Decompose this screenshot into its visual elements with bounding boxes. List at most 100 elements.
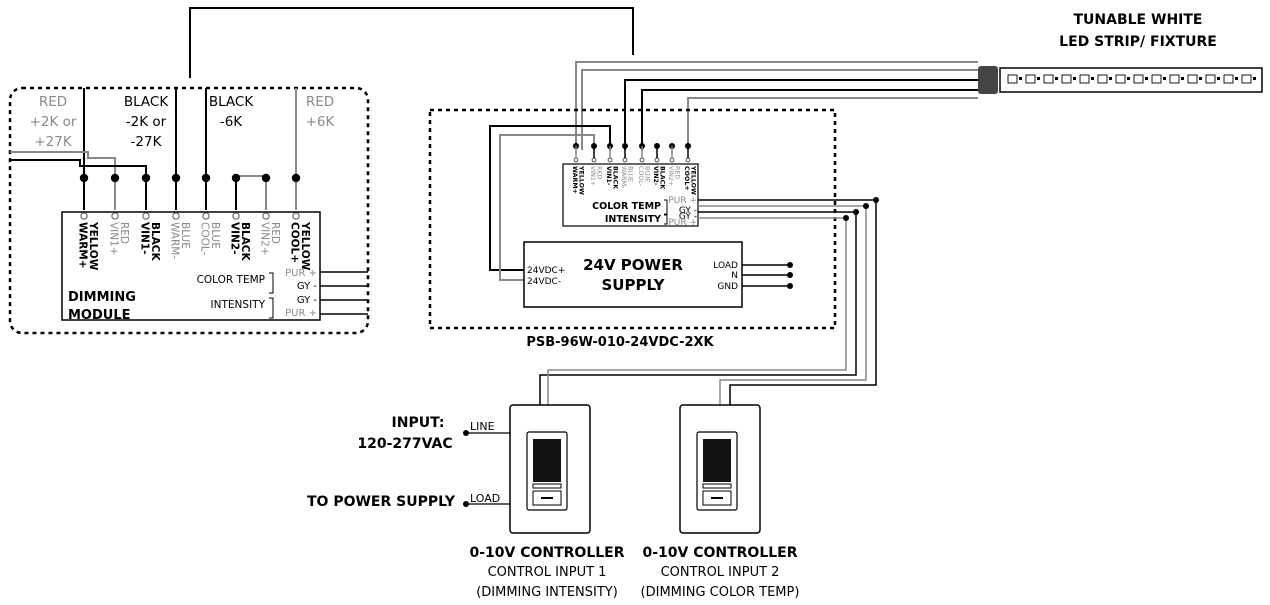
- pk-terminal-8: COOL+YELLOW: [683, 157, 696, 195]
- dm-terminal-8-line-2: YELLOW: [299, 221, 311, 271]
- dm-terminal-4-line-1: WARM-: [168, 222, 180, 259]
- dm-color-temp-label: COLOR TEMP: [197, 274, 265, 286]
- led-resistor: [1163, 77, 1166, 80]
- dm-terminal-2: VIN1+RED: [107, 212, 130, 256]
- dm-terminal-8-line-1: COOL+: [288, 222, 300, 263]
- line-terminal-dot: [463, 430, 469, 436]
- led-chip: [1061, 74, 1072, 84]
- svg-text:CONTROL INPUT 2: CONTROL INPUT 2: [661, 565, 780, 580]
- dm-terminal-1: WARM+YELLOW: [76, 212, 99, 271]
- dm-intensity-pin-1: GY -: [297, 295, 318, 306]
- led-resistor: [1091, 77, 1094, 80]
- dm-terminal-4-line-2: BLUE: [179, 222, 191, 249]
- splice-dot: [231, 173, 241, 183]
- led-chip: [1097, 74, 1108, 84]
- pk-terminal-6-line-2: BLACK: [658, 166, 665, 190]
- led-resistor: [1217, 77, 1220, 80]
- pk-terminal-2: VIN1+RED: [589, 157, 602, 186]
- pk-terminal-2-line-1: VIN1+: [589, 166, 596, 186]
- fixture-title-line1: TUNABLE WHITE: [1074, 12, 1203, 28]
- svg-text:INPUT:: INPUT:: [392, 415, 445, 431]
- led-chip: [1043, 74, 1054, 84]
- psu-box: [523, 241, 743, 308]
- psu-dc-minus: 24VDC-: [527, 277, 561, 287]
- dm-terminal-5-line-1: COOL-: [198, 222, 210, 256]
- pk-terminal-7: VIN2+RED: [667, 157, 680, 186]
- svg-text:BLACK: BLACK: [209, 94, 255, 110]
- svg-text:+27K: +27K: [34, 134, 72, 150]
- psu-ac-n: N: [731, 271, 738, 281]
- led-chip: [1205, 74, 1216, 84]
- dm-intensity-label: INTENSITY: [211, 299, 266, 311]
- psu-title-line1: 24V POWER: [583, 256, 683, 274]
- dm-terminal-6-line-1: VIN2-: [228, 222, 240, 254]
- led-resistor: [1073, 77, 1076, 80]
- pk-terminal-3-line-1: VIN1-: [605, 166, 612, 186]
- led-resistor: [1145, 77, 1148, 80]
- dm-terminal-3: VIN1-BLACK: [138, 212, 161, 262]
- pk-terminal-3: VIN1-BLACK: [605, 157, 618, 190]
- controller-wire-dots: [843, 197, 879, 221]
- psu-kit-splice-dots: [573, 143, 691, 158]
- dm-terminal-5-line-2: BLUE: [209, 222, 221, 249]
- to-power-supply-label: TO POWER SUPPLY: [307, 494, 456, 510]
- controller-2-wallplate: [679, 404, 761, 534]
- dimming-wire-label-black-cool: BLACK -6K: [209, 94, 255, 130]
- dimming-module-name: DIMMING MODULE: [68, 290, 136, 323]
- fixture-feed-wires: [575, 61, 978, 150]
- psu-dc-loop-wires: [489, 125, 611, 281]
- pk-terminal-3-line-2: BLACK: [611, 166, 618, 190]
- svg-text:-27K: -27K: [131, 134, 163, 150]
- pk-terminal-4-line-2: BLUE: [626, 166, 633, 182]
- dm-color-temp-pin-1: PUR +: [285, 268, 317, 279]
- svg-text:(DIMMING INTENSITY): (DIMMING INTENSITY): [476, 585, 618, 600]
- pk-terminal-4: WARM-BLUE: [620, 157, 633, 188]
- splice-dot: [110, 173, 120, 183]
- load-terminal-label: LOAD: [470, 492, 500, 505]
- line-terminal-label: LINE: [470, 420, 495, 433]
- dm-color-temp-pin-2: GY -: [297, 281, 318, 292]
- dm-terminal-5: COOL-BLUE: [198, 212, 221, 256]
- svg-text:RED: RED: [39, 94, 67, 110]
- svg-text:+6K: +6K: [306, 114, 336, 130]
- psu-kit-enclosure: [428, 108, 837, 330]
- psu-kit-module-box: [562, 163, 699, 227]
- dm-terminal-7-line-1: VIN2+: [258, 222, 270, 256]
- svg-text:DIMMING: DIMMING: [68, 290, 136, 305]
- led-chip: [1007, 74, 1018, 84]
- pk-color-temp-pin-1: PUR +: [668, 196, 697, 206]
- led-resistor: [1199, 77, 1202, 80]
- pk-terminal-1-line-1: WARM+: [571, 166, 578, 194]
- pk-terminal-5: COOL-BLUE: [637, 157, 650, 186]
- led-chip: [1151, 74, 1162, 84]
- splice-dot: [79, 173, 89, 183]
- dm-terminal-4: WARM-BLUE: [168, 212, 191, 259]
- dm-terminal-7-line-2: RED: [269, 222, 281, 244]
- splice-dot: [171, 173, 181, 183]
- svg-text:0-10V CONTROLLER: 0-10V CONTROLLER: [642, 545, 797, 561]
- dimming-wire-label-red-cool: RED +6K: [306, 94, 336, 130]
- psu-title-line2: SUPPLY: [601, 276, 665, 294]
- dm-terminal-3-line-2: BLACK: [149, 222, 161, 262]
- led-resistor: [1235, 77, 1238, 80]
- dimming-module-control-pins: COLOR TEMP PUR + GY - INTENSITY GY - PUR…: [197, 268, 318, 319]
- dm-terminal-2-line-2: RED: [118, 222, 130, 244]
- dm-terminal-1-line-1: WARM+: [76, 222, 88, 269]
- led-chip: [1187, 74, 1198, 84]
- psu-dc-plus: 24VDC+: [527, 266, 565, 276]
- top-loop-wire: [189, 7, 634, 78]
- pk-terminal-7-line-2: RED: [673, 166, 680, 179]
- psu-ac-gnd: GND: [717, 282, 738, 292]
- splice-dot: [141, 173, 151, 183]
- svg-text:(DIMMING COLOR TEMP): (DIMMING COLOR TEMP): [641, 585, 800, 600]
- led-resistor: [1253, 77, 1256, 80]
- dimming-module-control-wires: [320, 271, 368, 315]
- led-resistor: [1037, 77, 1040, 80]
- psu-kit-part-number: PSB-96W-010-24VDC-2XK: [526, 335, 714, 350]
- splice-dot: [261, 173, 271, 183]
- led-strip-fixture: TUNABLE WHITE LED STRIP/ FIXTURE: [978, 12, 1263, 94]
- pk-terminal-1: WARM+YELLOW: [571, 157, 584, 195]
